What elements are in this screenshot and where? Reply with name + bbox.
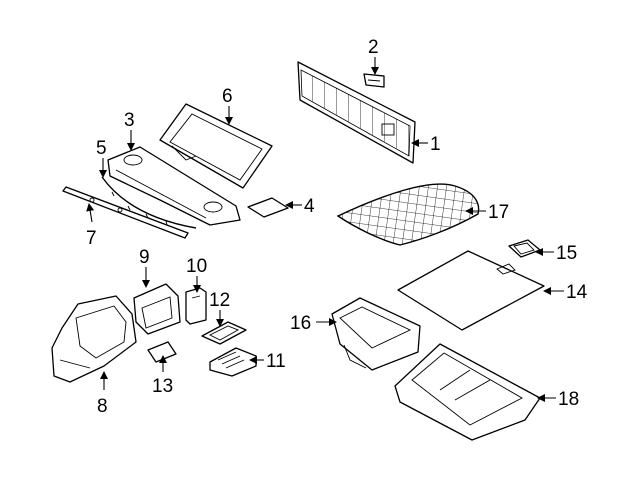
callout-12: 12 (209, 290, 230, 311)
part-12-plate (201, 321, 247, 345)
leader-lines (86, 57, 564, 402)
part-6-package-tray-frame (159, 103, 273, 189)
callout-8: 8 (97, 396, 108, 417)
part-10-block (185, 287, 207, 325)
callout-16: 16 (290, 313, 311, 334)
callout-labels: 1 2 3 4 5 6 7 8 9 10 11 12 13 14 15 16 1… (86, 37, 588, 417)
callout-18: 18 (558, 389, 579, 410)
callout-5: 5 (96, 138, 107, 159)
callout-3: 3 (124, 110, 135, 131)
callout-2: 2 (368, 37, 379, 58)
callout-14: 14 (566, 282, 588, 303)
part-18-trunk-tray (394, 343, 541, 441)
part-4-pad (247, 197, 289, 218)
callout-1: 1 (430, 134, 441, 155)
part-1-trunk-trim-panel (297, 61, 416, 164)
part-8-side-trim (51, 295, 137, 383)
part-9-bracket-box (133, 283, 181, 335)
callout-9: 9 (139, 247, 150, 268)
part-13-small-panel (147, 341, 177, 363)
callout-17: 17 (488, 202, 509, 223)
callout-10: 10 (186, 256, 207, 277)
part-7-trim-strip (62, 186, 189, 239)
part-5-seal-strip (101, 176, 197, 229)
part-2-clip (363, 73, 385, 88)
callout-15: 15 (556, 243, 577, 264)
callout-11: 11 (266, 351, 286, 372)
part-16-storage-tub (331, 297, 421, 371)
callout-6: 6 (222, 86, 233, 107)
callout-4: 4 (304, 196, 315, 217)
part-15-small-bin (508, 239, 541, 258)
callout-7: 7 (86, 228, 97, 249)
leader-7 (86, 203, 95, 223)
callout-13: 13 (152, 376, 173, 397)
part-11-grille (209, 347, 257, 377)
part-14-floor-mat (397, 250, 545, 331)
part-17-cargo-net (336, 183, 480, 246)
part-3-rear-shelf (107, 146, 241, 226)
